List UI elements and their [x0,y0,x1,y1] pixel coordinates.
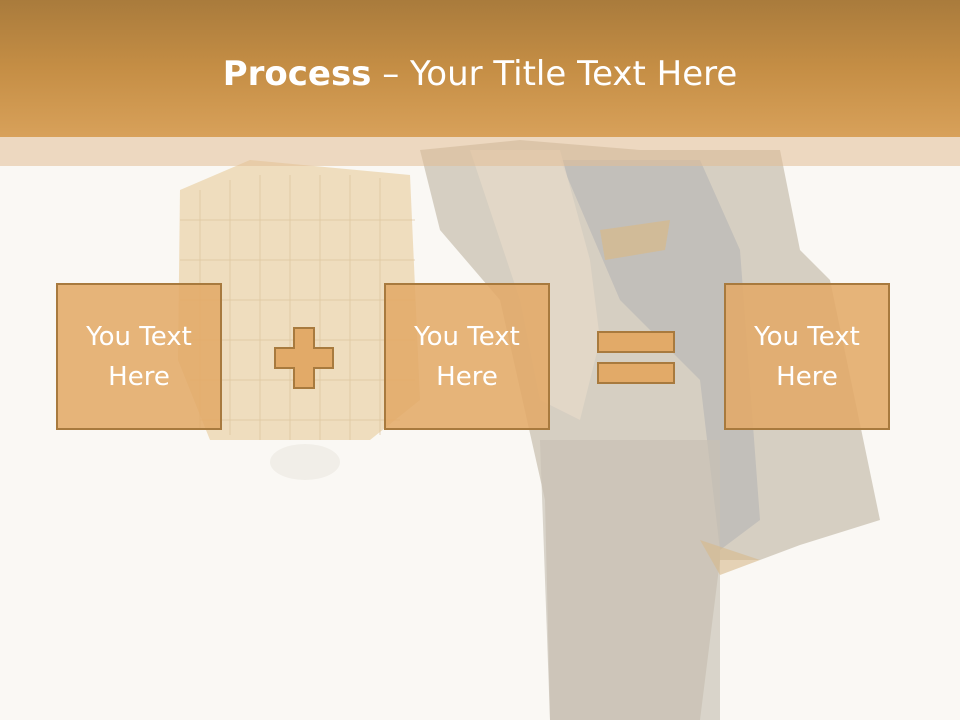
title-bold: Process [222,54,372,94]
text-box-3[interactable]: You Text Here [724,283,890,430]
text-box-1[interactable]: You Text Here [56,283,222,430]
text-box-2-label: You Text Here [407,317,527,397]
slide-title[interactable]: Process – Your Title Text Here [0,52,960,96]
text-box-2[interactable]: You Text Here [384,283,550,430]
text-box-1-line2: Here [108,361,170,392]
text-box-1-label: You Text Here [79,317,199,397]
header-bar [0,0,960,137]
text-box-1-line1: You Text [86,321,192,352]
header-strip [0,137,960,166]
text-box-3-line2: Here [776,361,838,392]
text-box-3-line1: You Text [754,321,860,352]
equals-icon [597,331,675,384]
title-rest: – Your Title Text Here [371,54,738,94]
text-box-2-line2: Here [436,361,498,392]
text-box-2-line1: You Text [414,321,520,352]
text-box-3-label: You Text Here [747,317,867,397]
plus-icon [274,327,334,389]
